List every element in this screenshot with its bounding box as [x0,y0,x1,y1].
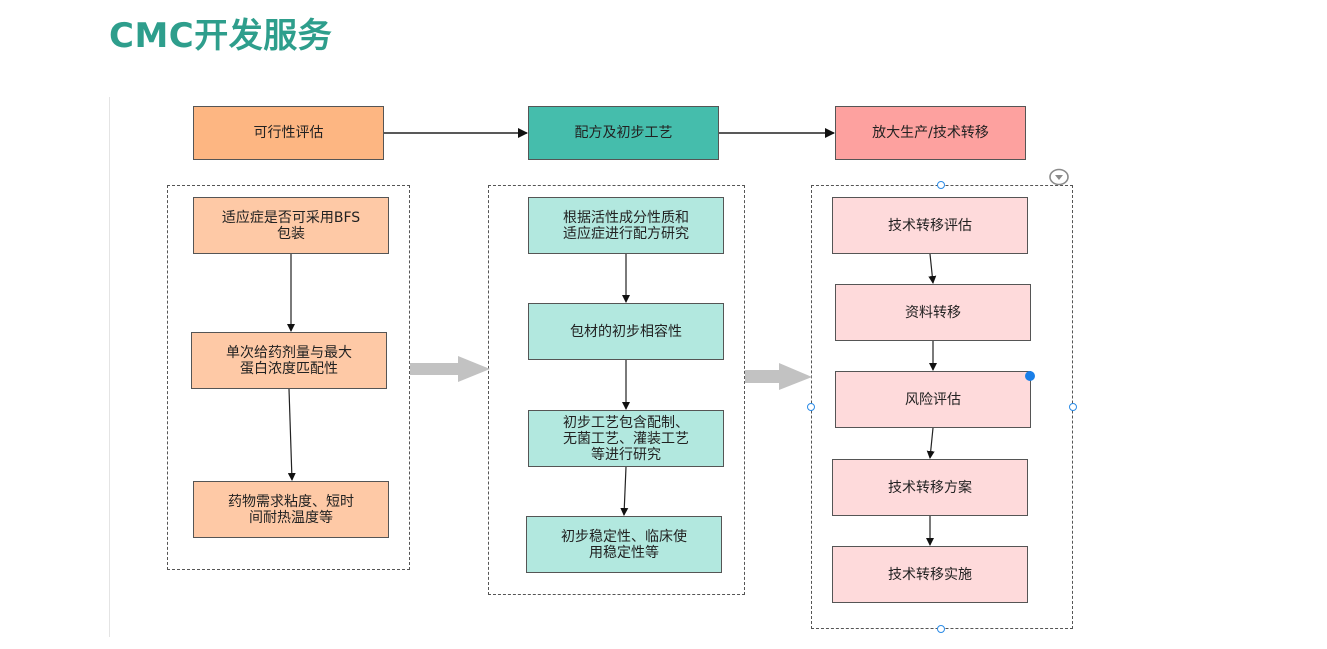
step-label: 单次给药剂量与最大 蛋白浓度匹配性 [226,344,352,377]
step-label: 技术转移方案 [888,479,972,496]
step-formulation-research[interactable]: 根据活性成分性质和 适应症进行配方研究 [528,197,724,254]
gray-block-arrow-icon [745,363,812,390]
step-label: 包材的初步相容性 [570,323,682,340]
group-feasibility[interactable] [167,185,410,570]
resize-handle-left[interactable] [807,403,815,411]
step-stability[interactable]: 初步稳定性、临床使 用稳定性等 [526,516,722,573]
left-divider [109,97,110,637]
step-packaging-compatibility[interactable]: 包材的初步相容性 [528,303,724,360]
stage-header-label: 可行性评估 [253,125,324,141]
step-label: 风险评估 [905,391,961,408]
resize-handle-bottom[interactable] [937,625,945,633]
step-dose-concentration[interactable]: 单次给药剂量与最大 蛋白浓度匹配性 [191,332,387,389]
stage-header-feasibility[interactable]: 可行性评估 [193,106,384,160]
step-initial-process[interactable]: 初步工艺包含配制、 无菌工艺、灌装工艺 等进行研究 [528,410,724,467]
gray-block-arrow-icon [410,356,490,382]
step-transfer-assessment[interactable]: 技术转移评估 [832,197,1028,254]
chevron-down-circle-icon[interactable] [1049,168,1069,186]
step-label: 初步稳定性、临床使 用稳定性等 [561,528,687,561]
step-document-transfer[interactable]: 资料转移 [835,284,1031,341]
step-bfs-packaging[interactable]: 适应症是否可采用BFS 包装 [193,197,389,254]
stage-header-scaleup[interactable]: 放大生产/技术转移 [835,106,1026,160]
resize-handle-right[interactable] [1069,403,1077,411]
stage-header-formulation[interactable]: 配方及初步工艺 [528,106,719,160]
step-transfer-implementation[interactable]: 技术转移实施 [832,546,1028,603]
step-risk-assessment[interactable]: 风险评估 [835,371,1031,428]
stage-header-label: 配方及初步工艺 [574,125,673,141]
step-label: 根据活性成分性质和 适应症进行配方研究 [563,209,689,242]
group-formulation[interactable] [488,185,745,595]
resize-handle-top[interactable] [937,181,945,189]
page-title: CMC开发服务 [109,16,333,56]
step-label: 技术转移评估 [888,217,972,234]
step-label: 技术转移实施 [888,566,972,583]
step-label: 初步工艺包含配制、 无菌工艺、灌装工艺 等进行研究 [563,414,689,463]
selection-point[interactable] [1025,371,1035,381]
stage-header-label: 放大生产/技术转移 [872,125,989,141]
step-transfer-plan[interactable]: 技术转移方案 [832,459,1028,516]
step-label: 适应症是否可采用BFS 包装 [221,209,361,242]
step-viscosity-heat[interactable]: 药物需求粘度、短时 间耐热温度等 [193,481,389,538]
step-label: 资料转移 [905,304,961,321]
step-label: 药物需求粘度、短时 间耐热温度等 [228,493,354,526]
